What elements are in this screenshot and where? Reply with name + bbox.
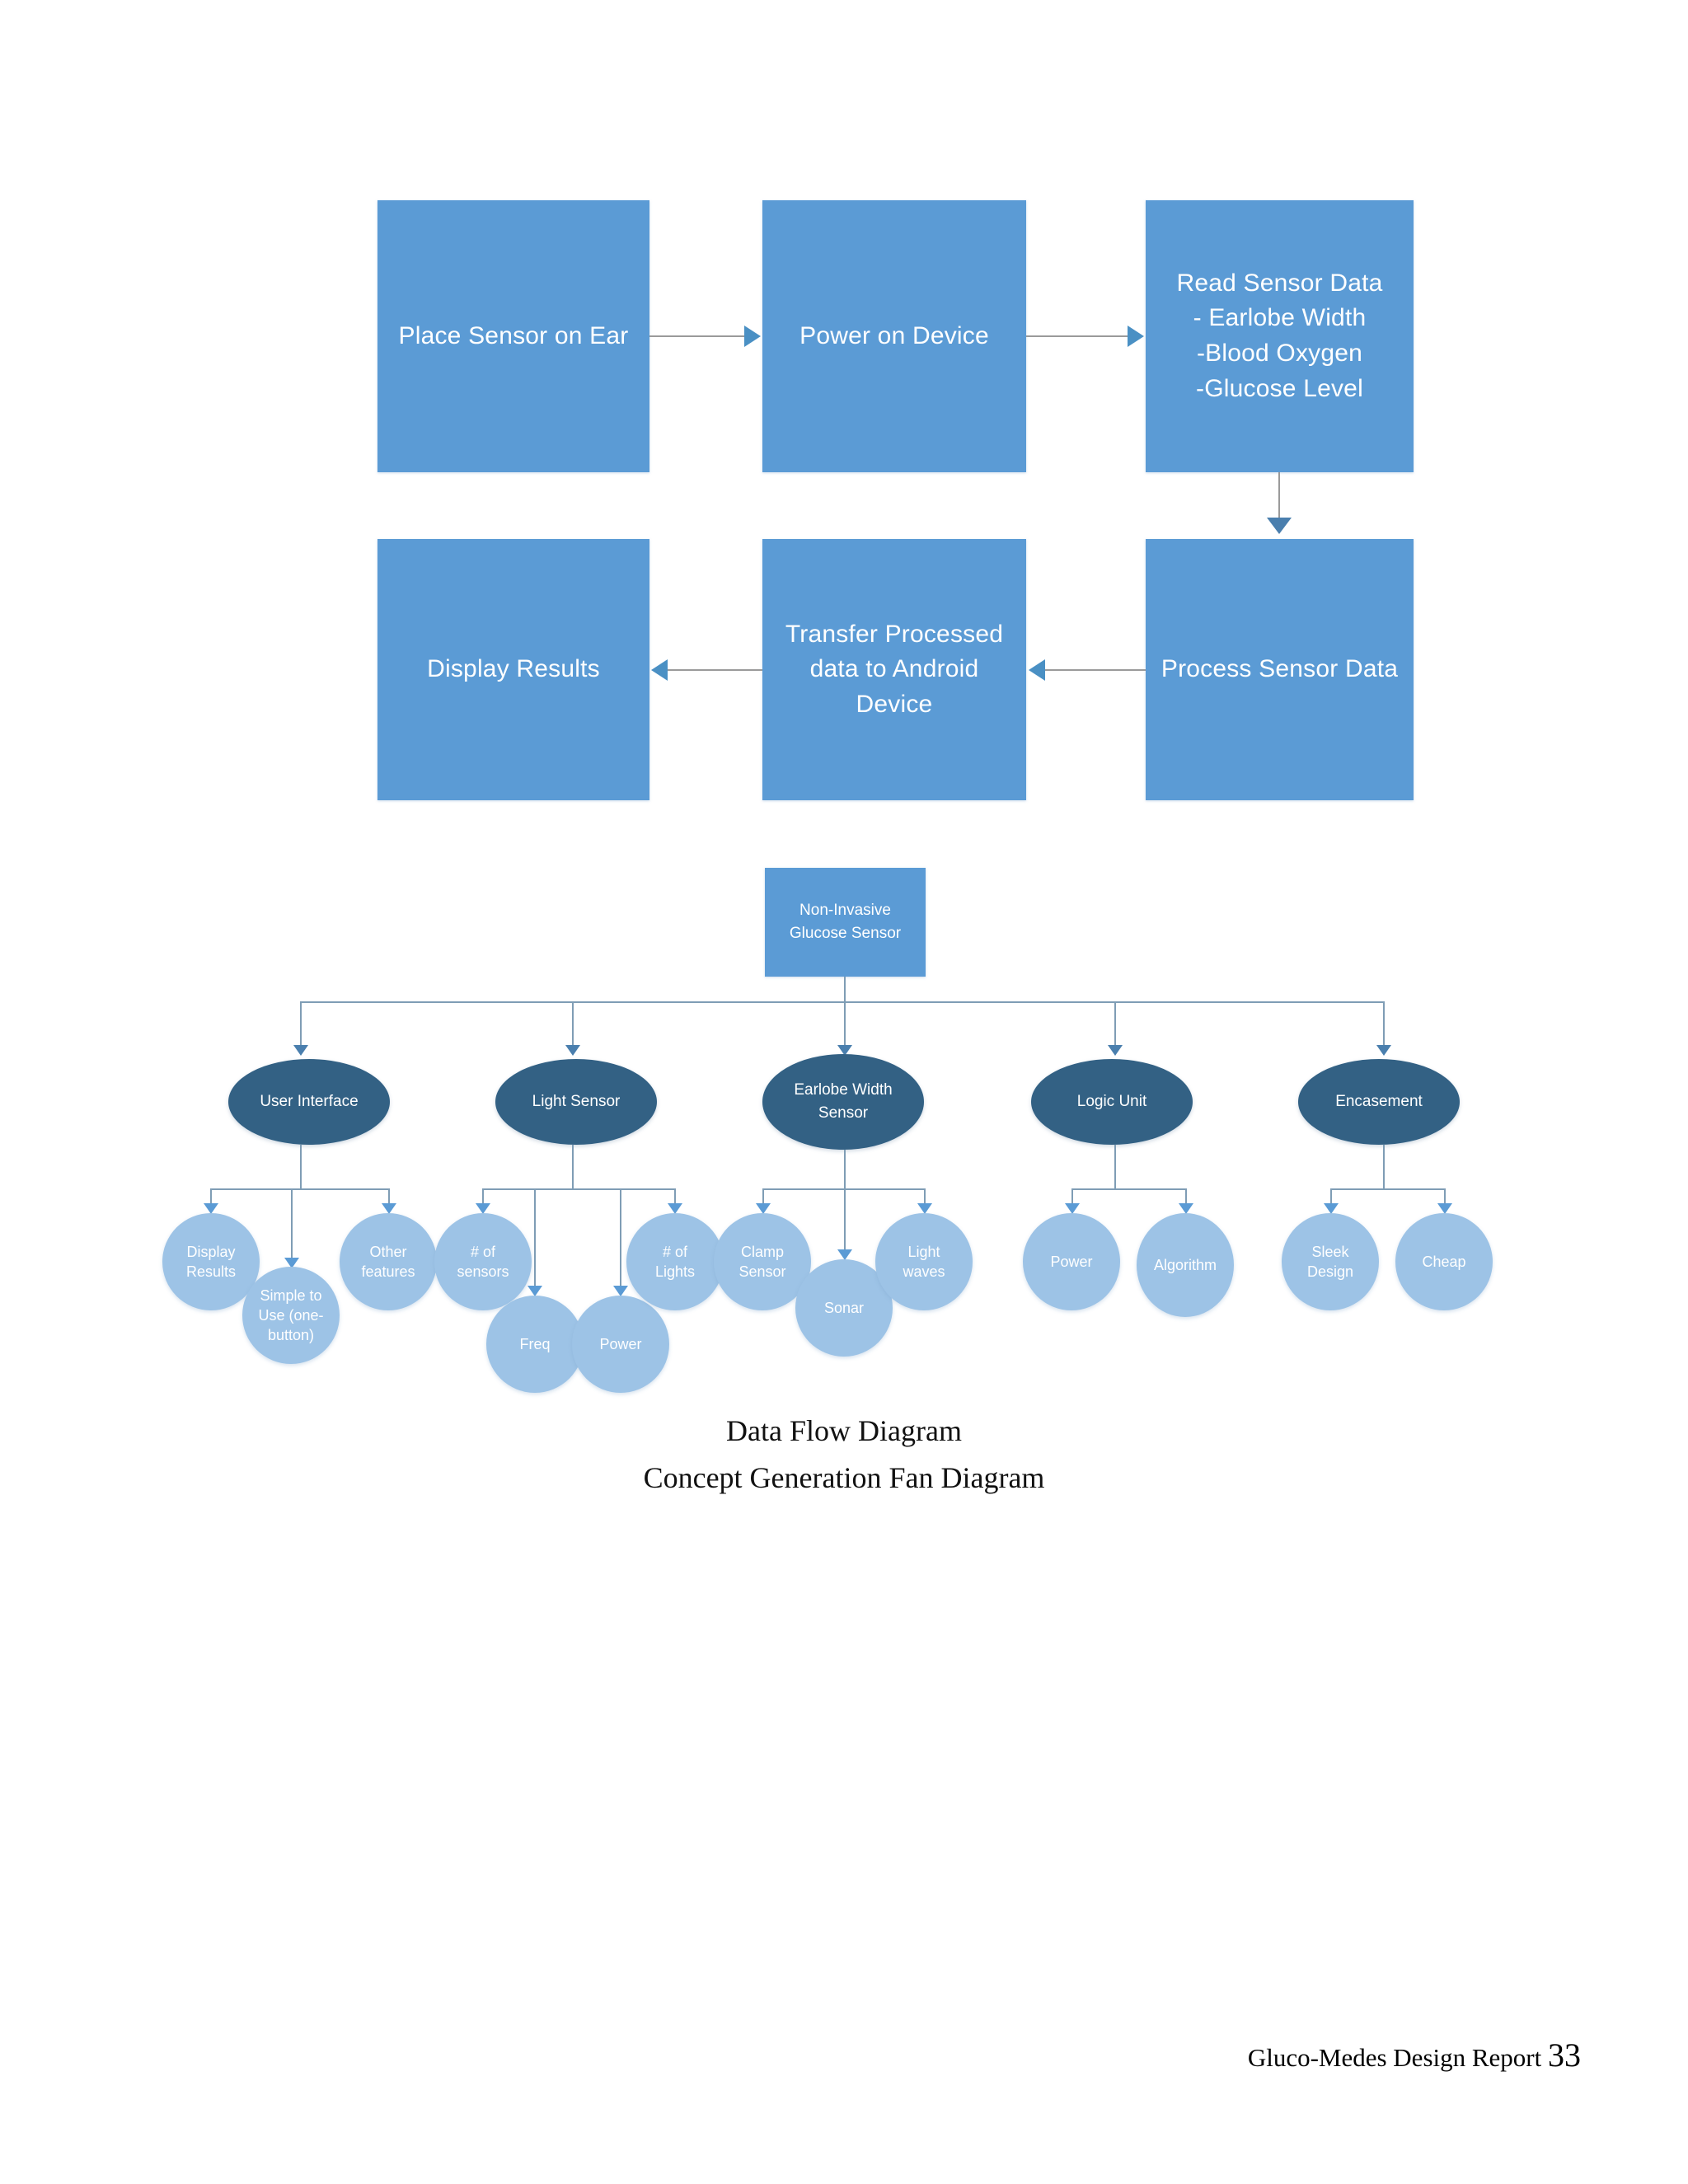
enc-arrow-sleek-design (1324, 1203, 1339, 1214)
fan-leaf-simple-to-use[interactable]: Simple to Use (one- button) (242, 1267, 340, 1364)
arrowhead-place-to-power (744, 326, 761, 347)
enc-stem (1383, 1145, 1385, 1190)
fan-drop-earlobe-width-sensor (844, 1001, 846, 1049)
connector-place-to-power (649, 335, 746, 337)
ls-drop-power (620, 1188, 621, 1289)
ui-drop-simple-to-use (291, 1188, 293, 1261)
fan-leaf-light-waves[interactable]: Light waves (875, 1213, 973, 1310)
lu-drop-algorithm (1185, 1188, 1187, 1207)
ls-arrow-num-sensors (476, 1203, 490, 1214)
fan-arrow-encasement (1376, 1045, 1391, 1056)
enc-arrow-cheap (1437, 1203, 1452, 1214)
ls-drop-num-lights (674, 1188, 676, 1207)
ew-drop-light-waves (924, 1188, 926, 1207)
fan-drop-encasement (1383, 1001, 1385, 1049)
arrowhead-power-to-read (1128, 326, 1144, 347)
enc-bar (1330, 1188, 1446, 1190)
fan-drop-logic-unit (1114, 1001, 1116, 1049)
ew-arrow-sonar (837, 1249, 852, 1260)
fan-arrow-logic-unit (1108, 1045, 1123, 1056)
connector-process-to-transfer (1045, 669, 1146, 671)
fan-root-node[interactable]: Non-Invasive Glucose Sensor (765, 868, 926, 977)
fan-leaf-other-features[interactable]: Other features (340, 1213, 437, 1310)
flow-box-transfer-data[interactable]: Transfer Processed data to Android Devic… (762, 539, 1026, 800)
fan-leaf-sleek-design[interactable]: Sleek Design (1282, 1213, 1379, 1310)
flow-box-power-on[interactable]: Power on Device (762, 200, 1026, 472)
connector-read-to-process (1278, 472, 1280, 523)
flow-box-place-sensor[interactable]: Place Sensor on Ear (377, 200, 649, 472)
enc-drop-sleek-design (1330, 1188, 1332, 1207)
footer-page-number: 33 (1548, 2036, 1581, 2074)
concept-generation-fan-diagram: Non-Invasive Glucose Sensor User Interfa… (162, 868, 1493, 1393)
ls-stem (572, 1145, 574, 1190)
ls-arrow-power (613, 1286, 628, 1296)
ls-drop-freq (534, 1188, 536, 1289)
fan-branch-user-interface[interactable]: User Interface (228, 1059, 390, 1145)
fan-drop-light-sensor (572, 1001, 574, 1049)
fan-branch-earlobe-width-sensor[interactable]: Earlobe Width Sensor (762, 1054, 924, 1150)
ui-bar (210, 1188, 390, 1190)
fan-distributor-bar (300, 1001, 1385, 1003)
ui-arrow-display-results (204, 1203, 218, 1214)
ls-arrow-num-lights (668, 1203, 682, 1214)
fan-leaf-num-lights[interactable]: # of Lights (626, 1213, 724, 1310)
lu-arrow-power (1065, 1203, 1080, 1214)
fan-drop-user-interface (300, 1001, 302, 1049)
ew-arrow-light-waves (917, 1203, 932, 1214)
flow-box-read-sensor[interactable]: Read Sensor Data - Earlobe Width -Blood … (1146, 200, 1414, 472)
fan-leaf-display-results[interactable]: Display Results (162, 1213, 260, 1310)
fan-leaf-algorithm[interactable]: Algorithm (1137, 1213, 1234, 1317)
ui-drop-other-features (388, 1188, 390, 1207)
arrowhead-read-to-process (1267, 518, 1292, 534)
ls-arrow-freq (528, 1286, 542, 1296)
fan-branch-encasement[interactable]: Encasement (1298, 1059, 1460, 1145)
ew-stem (844, 1150, 846, 1190)
footer-report-title: Gluco-Medes Design Report (1247, 2043, 1542, 2072)
ls-drop-num-sensors (482, 1188, 484, 1207)
fan-arrow-user-interface (293, 1045, 308, 1056)
fan-leaf-clamp-sensor[interactable]: Clamp Sensor (714, 1213, 811, 1310)
fan-leaf-power-light-sensor[interactable]: Power (572, 1296, 669, 1393)
page-footer: Gluco-Medes Design Report 33 (1248, 2036, 1581, 2074)
ew-arrow-clamp-sensor (756, 1203, 771, 1214)
ew-drop-clamp-sensor (762, 1188, 764, 1207)
enc-drop-cheap (1444, 1188, 1446, 1207)
fan-leaf-num-sensors[interactable]: # of sensors (434, 1213, 532, 1310)
fan-branch-logic-unit[interactable]: Logic Unit (1031, 1059, 1193, 1145)
fan-arrow-earlobe-width-sensor (837, 1045, 852, 1056)
ui-stem (300, 1145, 302, 1190)
lu-bar (1071, 1188, 1187, 1190)
ui-drop-display-results (210, 1188, 212, 1207)
fan-root-stem (844, 977, 846, 1003)
arrowhead-transfer-to-display (651, 659, 668, 681)
lu-drop-power (1071, 1188, 1073, 1207)
caption-data-flow-diagram: Data Flow Diagram (726, 1414, 962, 1447)
fan-leaf-power-logic-unit[interactable]: Power (1023, 1213, 1120, 1310)
fan-leaf-cheap[interactable]: Cheap (1395, 1213, 1493, 1310)
ui-arrow-simple-to-use (284, 1258, 299, 1268)
arrowhead-process-to-transfer (1029, 659, 1045, 681)
caption-fan-diagram: Concept Generation Fan Diagram (643, 1461, 1045, 1494)
lu-arrow-algorithm (1179, 1203, 1193, 1214)
lu-stem (1114, 1145, 1116, 1190)
fan-leaf-sonar[interactable]: Sonar (795, 1259, 893, 1357)
fan-arrow-light-sensor (565, 1045, 580, 1056)
fan-branch-light-sensor[interactable]: Light Sensor (495, 1059, 657, 1145)
ui-arrow-other-features (382, 1203, 396, 1214)
flow-box-display-results[interactable]: Display Results (377, 539, 649, 800)
connector-transfer-to-display (668, 669, 762, 671)
flow-box-process-sensor[interactable]: Process Sensor Data (1146, 539, 1414, 800)
data-flow-diagram: Place Sensor on Ear Power on Device Read… (0, 0, 1688, 824)
ls-bar (482, 1188, 676, 1190)
connector-power-to-read (1026, 335, 1129, 337)
ew-drop-sonar (844, 1188, 846, 1253)
fan-leaf-freq[interactable]: Freq (486, 1296, 584, 1393)
